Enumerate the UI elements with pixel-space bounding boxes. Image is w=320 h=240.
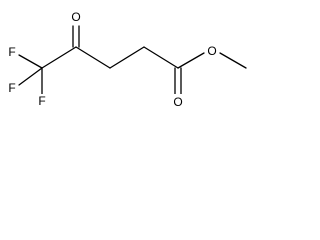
atom-f2: F bbox=[8, 81, 15, 95]
bond-c1-f1 bbox=[18, 54, 43, 69]
bond-c5-o-single bbox=[177, 52, 205, 69]
atom-f3: F bbox=[38, 94, 45, 108]
bond-c4-c5 bbox=[143, 46, 179, 69]
atom-f1: F bbox=[8, 45, 15, 59]
bond-c1-f2 bbox=[18, 67, 43, 86]
atom-o-ketone: O bbox=[71, 10, 80, 24]
bond-c3-c4 bbox=[109, 46, 145, 69]
bond-o-methyl bbox=[219, 52, 247, 69]
bond-c1-c2 bbox=[41, 46, 77, 69]
chemical-structure: F F F O O O bbox=[6, 9, 247, 110]
bond-c2-c3 bbox=[75, 46, 111, 69]
atom-o-ester-double: O bbox=[173, 95, 182, 109]
atom-o-ester-single: O bbox=[207, 44, 216, 58]
